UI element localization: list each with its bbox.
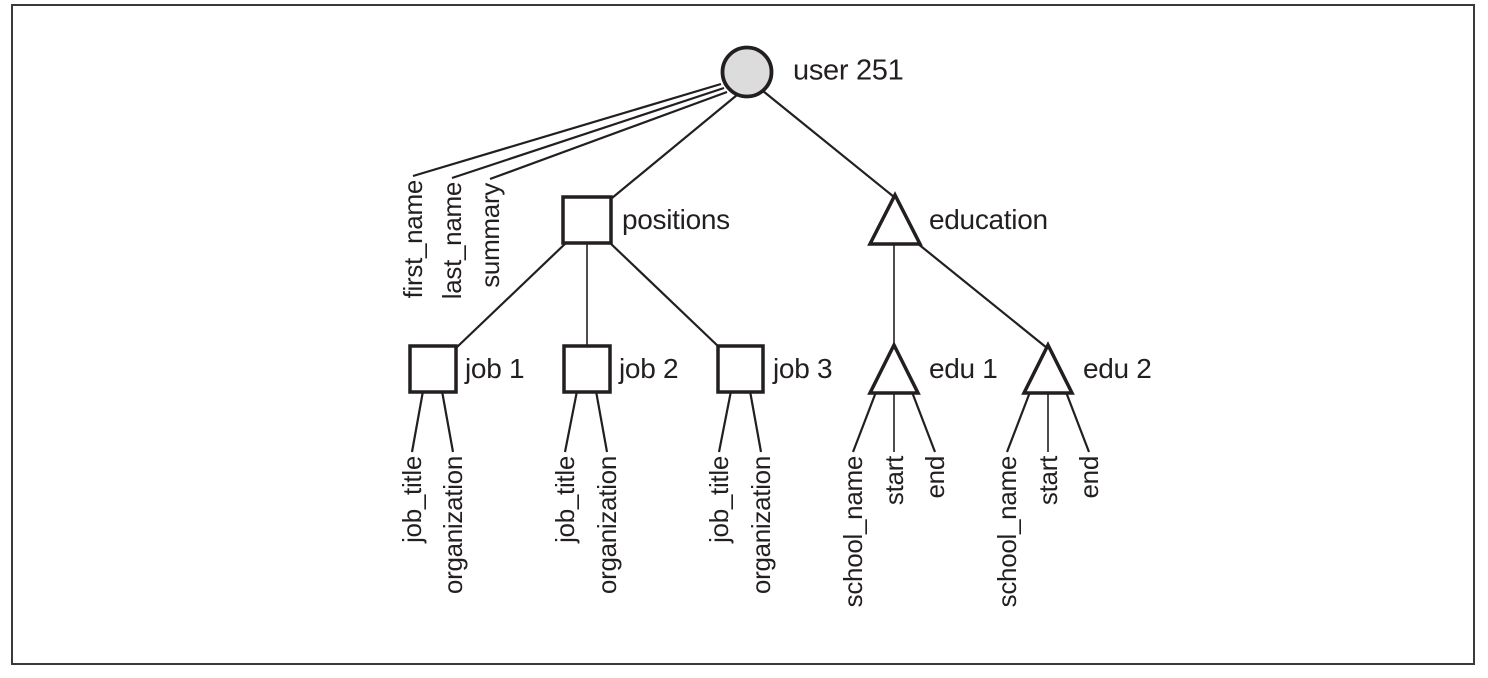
edu-2-attr-end-label: end	[1074, 456, 1104, 499]
job-2-attr-organization-label: organization	[592, 456, 622, 595]
edu-1-attr-end-label: end	[920, 456, 950, 499]
edge-edu2-school-name	[1005, 391, 1032, 453]
root-node-circle	[720, 45, 774, 99]
edge-job2-organization	[594, 390, 609, 453]
edge-edu1-end	[910, 391, 937, 453]
edge-job3-job-title	[717, 390, 733, 453]
edu-2-attr-school-name-label: school_name	[992, 456, 1022, 608]
edu-1-node-triangle	[867, 341, 921, 395]
job-1-node-square	[408, 344, 458, 394]
job-3-node-square	[716, 344, 765, 394]
edge-education-edu2	[916, 242, 1048, 349]
edge-positions-job3	[608, 241, 721, 349]
attr-first-name-label: first_name	[398, 180, 428, 299]
job-2-node-square	[562, 344, 612, 394]
edge-root-education	[762, 90, 895, 198]
root-label: user 251	[793, 54, 904, 87]
edge-job2-job-title	[563, 390, 579, 453]
figure-frame	[11, 4, 1475, 665]
edu-2-label: edu 2	[1083, 353, 1152, 384]
edge-job1-organization	[440, 390, 455, 453]
edu-1-attr-school-name-label: school_name	[838, 456, 868, 608]
job-1-attr-organization-label: organization	[438, 456, 468, 595]
job-2-label: job 2	[619, 353, 679, 384]
positions-label: positions	[622, 204, 730, 235]
edu-1-label: edu 1	[929, 353, 998, 384]
job-3-attr-organization-label: organization	[746, 456, 776, 595]
edge-root-last-name	[451, 86, 725, 180]
edge-edu2-end	[1064, 391, 1091, 453]
job-3-label: job 3	[773, 353, 833, 384]
edge-positions-job1	[455, 241, 568, 349]
edge-root-positions	[611, 94, 738, 199]
edge-root-summary	[489, 90, 728, 181]
education-label: education	[929, 204, 1048, 235]
attr-summary-label: summary	[475, 183, 505, 288]
attr-last-name-label: last_name	[437, 182, 467, 300]
edu-1-attr-start-label: start	[879, 456, 909, 506]
edge-root-first-name	[412, 82, 722, 178]
edge-job3-organization	[748, 390, 763, 453]
positions-node-square	[561, 195, 613, 245]
job-2-attr-job-title-label: job_title	[550, 456, 580, 543]
job-3-attr-job-title-label: job_title	[704, 456, 734, 543]
edge-edu1-school-name	[851, 391, 878, 453]
edu-2-attr-start-label: start	[1033, 456, 1063, 506]
job-1-attr-job-title-label: job_title	[397, 456, 427, 543]
education-node-triangle	[867, 191, 923, 246]
job-1-label: job 1	[465, 353, 525, 384]
edge-job1-job-title	[410, 390, 425, 453]
edu-2-node-triangle	[1021, 341, 1075, 395]
